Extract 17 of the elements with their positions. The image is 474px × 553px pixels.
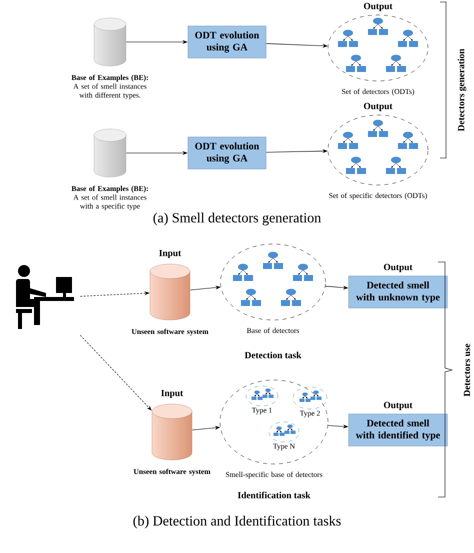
section-label: Detectors generation xyxy=(458,48,466,132)
person-drawing xyxy=(16,265,74,329)
output-box: Detected smell with unknown type xyxy=(348,276,448,308)
heading: Input xyxy=(161,390,184,398)
section-label: Detectors use xyxy=(464,344,470,396)
heading: Output xyxy=(384,264,412,272)
output-box: Detected smell with identified type xyxy=(348,414,448,446)
subfigure-caption: (b) Detection and Identification tasks xyxy=(133,516,341,528)
process-box: ODT evolution using GA xyxy=(188,26,266,58)
subfigure-caption: (a) Smell detectors generation xyxy=(153,212,321,226)
heading: Output xyxy=(384,402,412,410)
heading: Output xyxy=(364,2,392,12)
heading: Output xyxy=(364,102,392,112)
task-label: Detection task xyxy=(244,352,302,358)
task-label: Identification task xyxy=(238,492,310,498)
process-box: ODT evolution using GA xyxy=(188,136,266,170)
heading: Input xyxy=(159,250,182,258)
